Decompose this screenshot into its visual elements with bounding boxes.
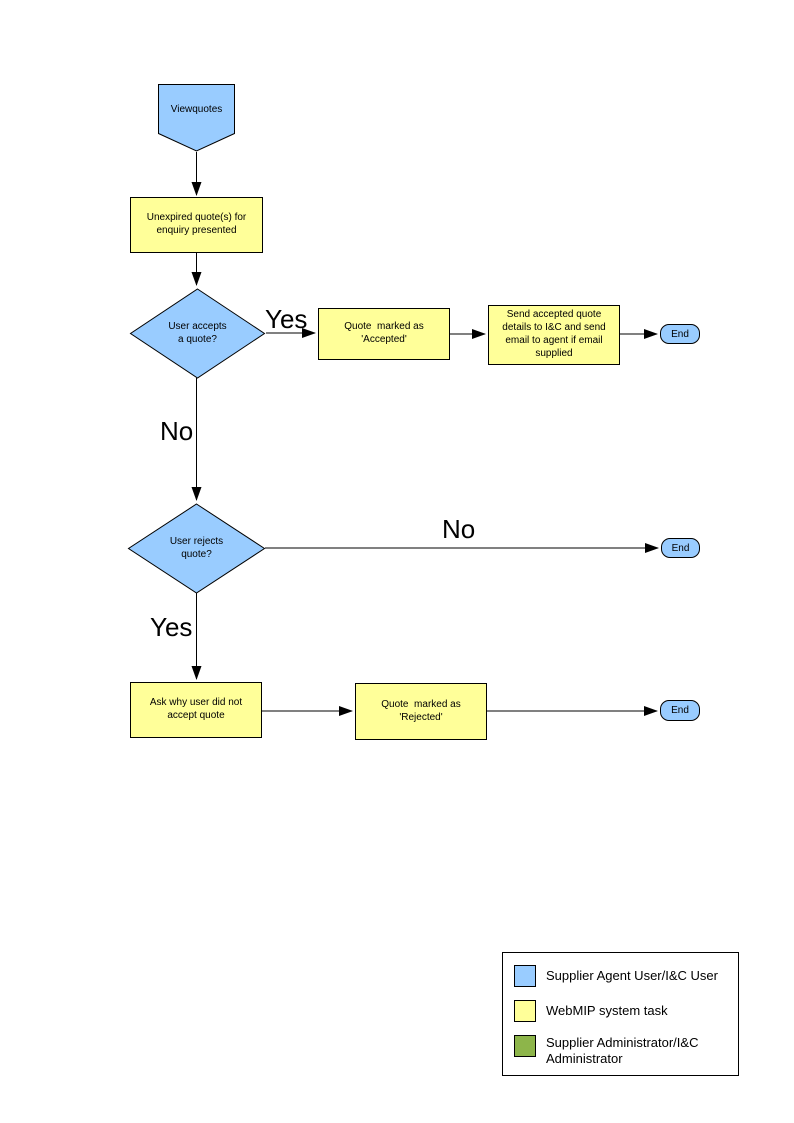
legend-label: Supplier Administrator/I&C Administrator [546, 1035, 699, 1067]
legend-label: WebMIP system task [546, 1002, 668, 1018]
decision-user-accepts-label: User accepts a quote? [168, 320, 227, 345]
edge-label-yes-accept: Yes [265, 304, 308, 334]
decision-user-rejects-label: User rejects quote? [169, 535, 224, 560]
legend-item-webmip-task: WebMIP system task [514, 1000, 728, 1022]
end-node-accepted: End [660, 324, 700, 344]
end-node-not-rejected: End [661, 538, 700, 558]
legend-label: Supplier Agent User/I&C User [546, 967, 718, 983]
decision-user-accepts: User accepts a quote? [129, 288, 266, 379]
legend-item-supplier-agent-user: Supplier Agent User/I&C User [514, 965, 728, 987]
legend-box: Supplier Agent User/I&C User WebMIP syst… [502, 952, 739, 1076]
legend-swatch-green [514, 1035, 536, 1057]
edge-label-no-reject: No [442, 514, 476, 544]
decision-user-accepts-shape [129, 288, 266, 379]
edge-label-no-accept: No [160, 416, 194, 446]
decision-user-rejects: User rejects quote? [127, 503, 266, 594]
legend-swatch-yellow [514, 1000, 536, 1022]
end-node-rejected: End [660, 700, 700, 721]
process-send-details: Send accepted quote details to I&C and s… [488, 305, 620, 365]
process-quote-accepted: Quote marked as 'Accepted' [318, 308, 450, 360]
edge-label-yes-reject: Yes [150, 612, 193, 642]
start-node-label: Viewquotes [170, 103, 223, 115]
start-node: Viewquotes [158, 84, 235, 152]
start-node-shape [158, 84, 235, 152]
process-unexpired-quotes: Unexpired quote(s) for enquiry presented [130, 197, 263, 253]
legend-item-supplier-administrator: Supplier Administrator/I&C Administrator [514, 1035, 728, 1068]
decision-user-rejects-shape [127, 503, 266, 594]
process-quote-rejected: Quote marked as 'Rejected' [355, 683, 487, 740]
process-ask-why: Ask why user did not accept quote [130, 682, 262, 738]
legend-swatch-blue [514, 965, 536, 987]
